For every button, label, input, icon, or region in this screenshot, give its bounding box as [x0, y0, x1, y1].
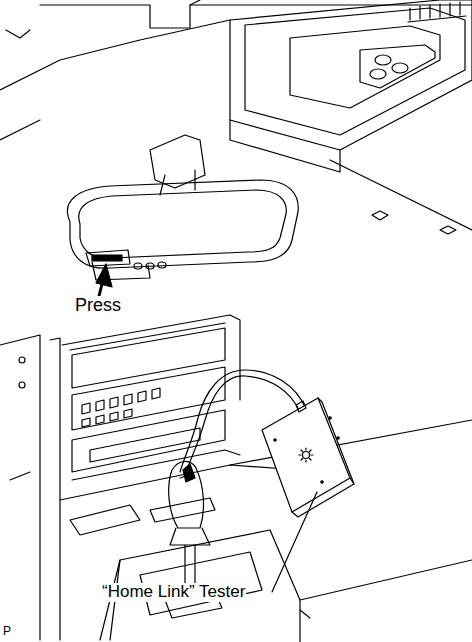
- press-arrow: [96, 264, 112, 300]
- leader-line: [272, 492, 317, 592]
- trim-line: [300, 610, 310, 618]
- action-label: Press: [74, 296, 122, 316]
- headliner: [0, 0, 472, 234]
- figure-code: P: [2, 625, 12, 638]
- part-name: “Home Link” Tester: [101, 583, 246, 602]
- rear-view-mirror: [67, 180, 298, 280]
- audio-panel: [72, 328, 240, 480]
- overhead-console: [230, 0, 472, 172]
- tester-indicator: [299, 448, 313, 462]
- home-link-tester: [262, 398, 354, 517]
- mirror-stay: [150, 135, 205, 195]
- audio-buttons: [82, 388, 160, 427]
- switch-row: [408, 2, 466, 22]
- centre-console: [60, 420, 472, 642]
